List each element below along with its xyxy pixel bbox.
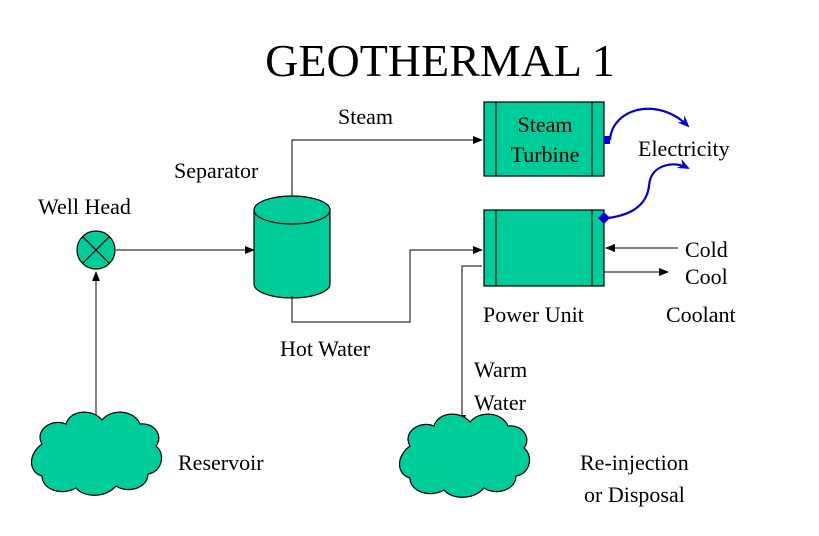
steam-turbine-label-line2: Turbine: [511, 142, 580, 167]
steam-line: [291, 136, 483, 196]
separator-tank: [253, 195, 331, 299]
turbine-electricity-arrow: [608, 107, 690, 141]
hot-water-label: Hot Water: [280, 336, 371, 361]
hot-water-line: [291, 246, 483, 323]
reservoir-cloud: [30, 411, 163, 496]
reservoir-label: Reservoir: [178, 450, 264, 475]
diagram-title: GEOTHERMAL 1: [265, 35, 615, 86]
reinjection-label-line1: Re-injection: [580, 450, 689, 475]
cold-label: Cold: [685, 237, 728, 262]
separator-label: Separator: [174, 158, 259, 183]
steam-turbine-label-line1: Steam: [518, 112, 573, 137]
steam-turbine-box: Steam Turbine: [483, 101, 605, 177]
reinjection-cloud: [398, 413, 531, 498]
power-unit-electricity-arrow: [607, 159, 690, 220]
cool-label: Cool: [685, 264, 728, 289]
electricity-label: Electricity: [638, 136, 730, 161]
well-head-valve: [76, 230, 116, 270]
warm-label: Warm: [474, 357, 527, 382]
water-label: Water: [474, 390, 527, 415]
power-unit-electric-terminal: [598, 212, 610, 224]
turbine-electric-terminal: [604, 136, 610, 144]
warm-water-line: [458, 265, 482, 425]
coolant-label: Coolant: [666, 302, 736, 327]
reinjection-label-line2: or Disposal: [584, 482, 685, 507]
well-head-label: Well Head: [38, 194, 131, 219]
power-unit-box: [483, 209, 605, 287]
power-unit-label: Power Unit: [483, 302, 584, 327]
steam-label: Steam: [338, 104, 393, 129]
